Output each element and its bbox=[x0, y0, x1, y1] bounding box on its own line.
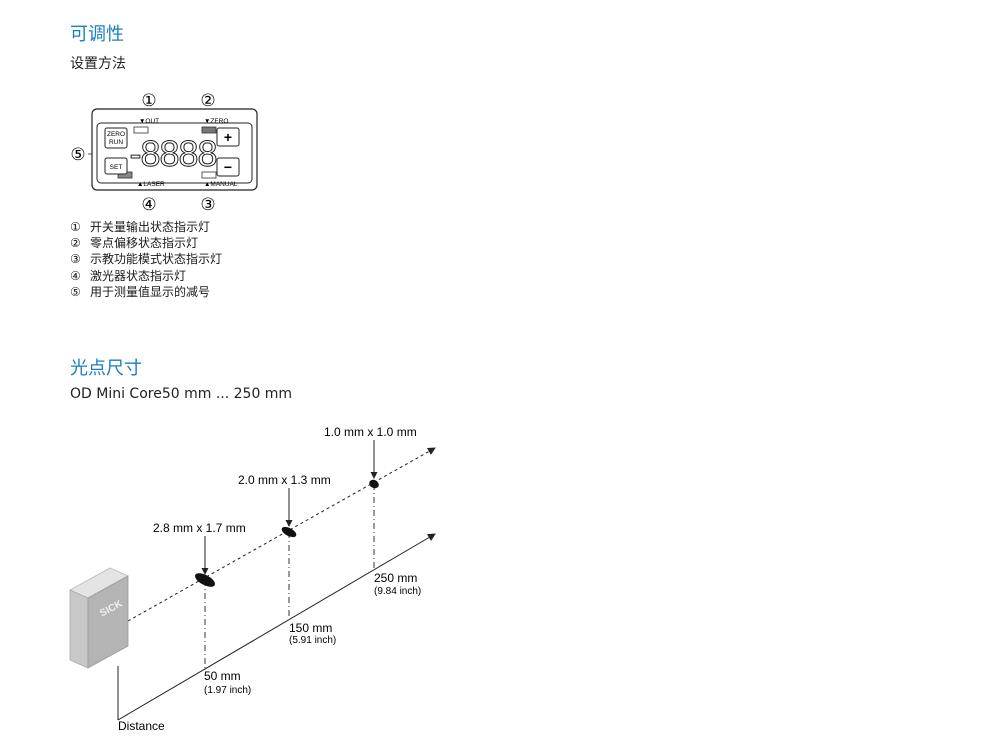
distance-label: 250 mm bbox=[374, 571, 417, 585]
distance-axis-label: Distance bbox=[118, 719, 165, 733]
label-manual: ▲MANUAL bbox=[204, 181, 238, 188]
sensor-device: SICK bbox=[69, 567, 129, 669]
zero-run-button[interactable] bbox=[104, 127, 128, 149]
svg-text:SET: SET bbox=[110, 164, 123, 171]
callout-4: ④ bbox=[141, 195, 156, 213]
spot-size-label: 2.8 mm x 1.7 mm bbox=[153, 521, 246, 535]
section-title-adjustability: 可调性 bbox=[70, 24, 124, 45]
label-zero: ▼ZERO bbox=[204, 118, 229, 125]
minus-button[interactable] bbox=[216, 157, 240, 177]
label-laser: ▲LASER bbox=[137, 181, 165, 188]
section-title-spot-size: 光点尺寸 bbox=[70, 358, 142, 379]
plus-button[interactable] bbox=[216, 127, 240, 147]
label-out: ▼OUT bbox=[139, 118, 159, 125]
callout-5: ⑤ bbox=[70, 145, 85, 164]
callout-3: ③ bbox=[200, 195, 215, 213]
zero-led bbox=[201, 126, 217, 134]
svg-text:+: + bbox=[224, 129, 232, 145]
manual-led bbox=[201, 171, 217, 179]
set-button[interactable] bbox=[104, 157, 128, 175]
section-subtitle-model: OD Mini Core50 mm ... 250 mm bbox=[70, 386, 293, 402]
spot-150mm bbox=[281, 526, 297, 538]
spot-size-label: 2.0 mm x 1.3 mm bbox=[238, 473, 331, 487]
distance-inch-label: (9.84 inch) bbox=[374, 586, 421, 597]
distance-inch-label: (1.97 inch) bbox=[204, 685, 251, 696]
segment-display: -8888 bbox=[129, 133, 216, 174]
spot-size-diagram: SICK 2.8 mm x 1.7 mm 2.0 mm x 1.3 mm 1.0… bbox=[69, 425, 436, 733]
distance-inch-label: (5.91 inch) bbox=[289, 635, 336, 646]
out-led bbox=[133, 126, 149, 134]
callout-1: ① bbox=[141, 91, 156, 110]
section-subtitle-setup: 设置方法 bbox=[70, 56, 126, 72]
distance-label: 50 mm bbox=[204, 669, 241, 683]
svg-text:ZERO: ZERO bbox=[107, 131, 125, 138]
control-panel-diagram: ① ② ④ ③ ⑤ ▼OUT ▼ZERO ZERO RUN SET + − -8… bbox=[70, 91, 258, 213]
distance-label: 150 mm bbox=[289, 621, 332, 635]
spot-size-label: 1.0 mm x 1.0 mm bbox=[324, 425, 417, 439]
callout-2: ② bbox=[200, 91, 215, 110]
spot-50mm bbox=[195, 573, 215, 587]
spot-250mm bbox=[369, 479, 379, 489]
svg-text:−: − bbox=[224, 159, 232, 175]
svg-text:RUN: RUN bbox=[109, 139, 123, 146]
